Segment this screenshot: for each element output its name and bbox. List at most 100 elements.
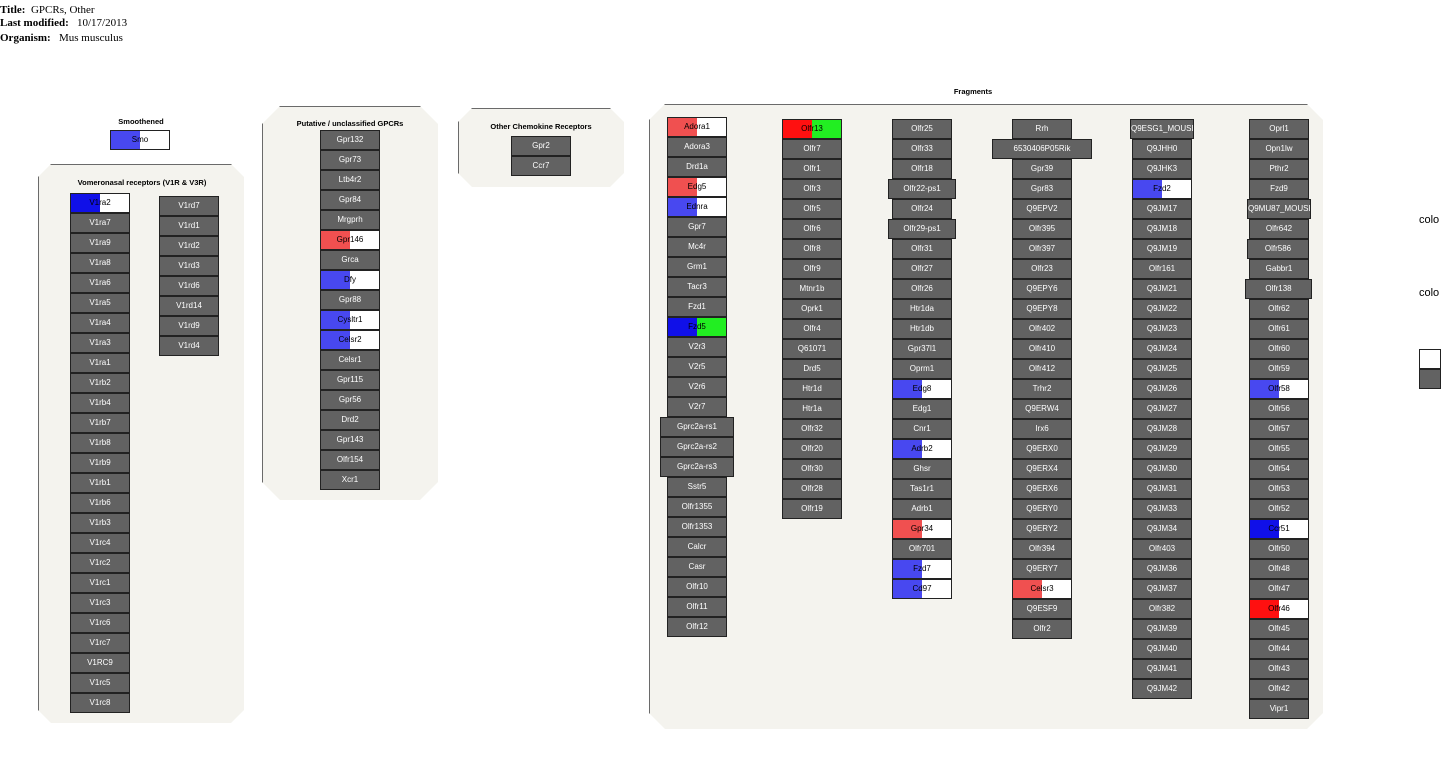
gene-box[interactable]: Cysltr1: [320, 310, 380, 330]
gene-box[interactable]: V1rc2: [70, 553, 130, 573]
gene-box[interactable]: Olfr60: [1249, 339, 1309, 359]
gene-box[interactable]: Gprc2a-rs1: [660, 417, 734, 437]
gene-box[interactable]: V1rd7: [159, 196, 219, 216]
gene-box[interactable]: Q61071: [782, 339, 842, 359]
gene-box[interactable]: Olfr57: [1249, 419, 1309, 439]
gene-box[interactable]: V1rb7: [70, 413, 130, 433]
gene-box[interactable]: Olfr138: [1245, 279, 1312, 299]
gene-box[interactable]: Olfr45: [1249, 619, 1309, 639]
gene-box[interactable]: Q9JM34: [1132, 519, 1192, 539]
gene-box[interactable]: Gprc2a-rs3: [660, 457, 734, 477]
gene-box[interactable]: Fzd9: [1249, 179, 1309, 199]
gene-box[interactable]: Olfr32: [782, 419, 842, 439]
gene-box[interactable]: Gpr56: [320, 390, 380, 410]
gene-box[interactable]: Gpr132: [320, 130, 380, 150]
gene-box[interactable]: Gpr34: [892, 519, 952, 539]
gene-box[interactable]: Q9JM33: [1132, 499, 1192, 519]
gene-box[interactable]: Q9ESG1_MOUSE: [1130, 119, 1194, 139]
gene-box[interactable]: Q9ERY0: [1012, 499, 1072, 519]
gene-box[interactable]: Grca: [320, 250, 380, 270]
gene-box[interactable]: Q9JM37: [1132, 579, 1192, 599]
gene-box[interactable]: Q9JHK3: [1132, 159, 1192, 179]
gene-box[interactable]: Opn1lw: [1249, 139, 1309, 159]
gene-box[interactable]: Olfr61: [1249, 319, 1309, 339]
gene-box[interactable]: V1ra3: [70, 333, 130, 353]
gene-box[interactable]: Htr1d: [782, 379, 842, 399]
gene-box[interactable]: V2r3: [667, 337, 727, 357]
gene-box[interactable]: Cd97: [892, 579, 952, 599]
gene-box[interactable]: Olfr44: [1249, 639, 1309, 659]
gene-box[interactable]: Gpr115: [320, 370, 380, 390]
gene-box[interactable]: Olfr19: [782, 499, 842, 519]
gene-box[interactable]: Mtnr1b: [782, 279, 842, 299]
gene-box[interactable]: Adora1: [667, 117, 727, 137]
gene-box[interactable]: Q9JM29: [1132, 439, 1192, 459]
gene-box[interactable]: Olfr10: [667, 577, 727, 597]
gene-box[interactable]: Q9JM19: [1132, 239, 1192, 259]
gene-box[interactable]: V1rc4: [70, 533, 130, 553]
gene-box[interactable]: Q9JM18: [1132, 219, 1192, 239]
gene-box[interactable]: Q9ERX6: [1012, 479, 1072, 499]
gene-box[interactable]: Oprk1: [782, 299, 842, 319]
gene-box[interactable]: Olfr4: [782, 319, 842, 339]
gene-box[interactable]: Gpr84: [320, 190, 380, 210]
gene-box[interactable]: Olfr25: [892, 119, 952, 139]
gene-box[interactable]: Pthr2: [1249, 159, 1309, 179]
gene-box[interactable]: V1ra2: [70, 193, 130, 213]
gene-box[interactable]: Q9JM21: [1132, 279, 1192, 299]
gene-box[interactable]: Olfr11: [667, 597, 727, 617]
gene-box[interactable]: Tas1r1: [892, 479, 952, 499]
gene-box[interactable]: Gabbr1: [1249, 259, 1309, 279]
gene-box[interactable]: Olfr54: [1249, 459, 1309, 479]
gene-box[interactable]: Gpr88: [320, 290, 380, 310]
gene-box[interactable]: Olfr161: [1132, 259, 1192, 279]
gene-box[interactable]: Celsr2: [320, 330, 380, 350]
gene-box[interactable]: V1rc3: [70, 593, 130, 613]
gene-box[interactable]: Olfr382: [1132, 599, 1192, 619]
gene-box[interactable]: V2r6: [667, 377, 727, 397]
gene-box[interactable]: Olfr5: [782, 199, 842, 219]
gene-box[interactable]: Olfr395: [1012, 219, 1072, 239]
gene-box[interactable]: Gpr83: [1012, 179, 1072, 199]
gene-box[interactable]: V1rd14: [159, 296, 219, 316]
gene-box[interactable]: Ltb4r2: [320, 170, 380, 190]
gene-box[interactable]: Gpr146: [320, 230, 380, 250]
gene-box[interactable]: Edg1: [892, 399, 952, 419]
gene-box[interactable]: V1rd6: [159, 276, 219, 296]
gene-box[interactable]: Htr1a: [782, 399, 842, 419]
gene-box[interactable]: Q9ERX0: [1012, 439, 1072, 459]
gene-box[interactable]: V1rd9: [159, 316, 219, 336]
gene-box[interactable]: Q9JM22: [1132, 299, 1192, 319]
gene-box[interactable]: Olfr58: [1249, 379, 1309, 399]
gene-box[interactable]: V1ra9: [70, 233, 130, 253]
gene-box[interactable]: Q9MU87_MOUSE: [1247, 199, 1311, 219]
gene-box[interactable]: Olfr31: [892, 239, 952, 259]
gene-box[interactable]: Q9JM36: [1132, 559, 1192, 579]
gene-box[interactable]: Q9ERY7: [1012, 559, 1072, 579]
gene-box[interactable]: Olfr23: [1012, 259, 1072, 279]
gene-box[interactable]: Olfr402: [1012, 319, 1072, 339]
gene-box[interactable]: Olfr8: [782, 239, 842, 259]
gene-box[interactable]: V1RC9: [70, 653, 130, 673]
gene-box[interactable]: 6530406P05Rik: [992, 139, 1092, 159]
gene-box[interactable]: Casr: [667, 557, 727, 577]
gene-box[interactable]: Olfr6: [782, 219, 842, 239]
gene-box[interactable]: Fzd2: [1132, 179, 1192, 199]
gene-box[interactable]: Gpr73: [320, 150, 380, 170]
gene-box[interactable]: Olfr42: [1249, 679, 1309, 699]
gene-box[interactable]: Olfr9: [782, 259, 842, 279]
gene-box[interactable]: Olfr2: [1012, 619, 1072, 639]
gene-box[interactable]: Olfr701: [892, 539, 952, 559]
gene-box[interactable]: Gpr39: [1012, 159, 1072, 179]
gene-box[interactable]: V1rc7: [70, 633, 130, 653]
gene-box[interactable]: Adrb1: [892, 499, 952, 519]
gene-box[interactable]: Ccr51: [1249, 519, 1309, 539]
gene-box[interactable]: Olfr56: [1249, 399, 1309, 419]
gene-box[interactable]: Olfr586: [1247, 239, 1309, 259]
gene-box[interactable]: V1rc1: [70, 573, 130, 593]
gene-box[interactable]: Oprm1: [892, 359, 952, 379]
gene-box[interactable]: Gpr7: [667, 217, 727, 237]
gene-box[interactable]: V1rd1: [159, 216, 219, 236]
gene-box[interactable]: V1ra6: [70, 273, 130, 293]
gene-box[interactable]: Ghsr: [892, 459, 952, 479]
